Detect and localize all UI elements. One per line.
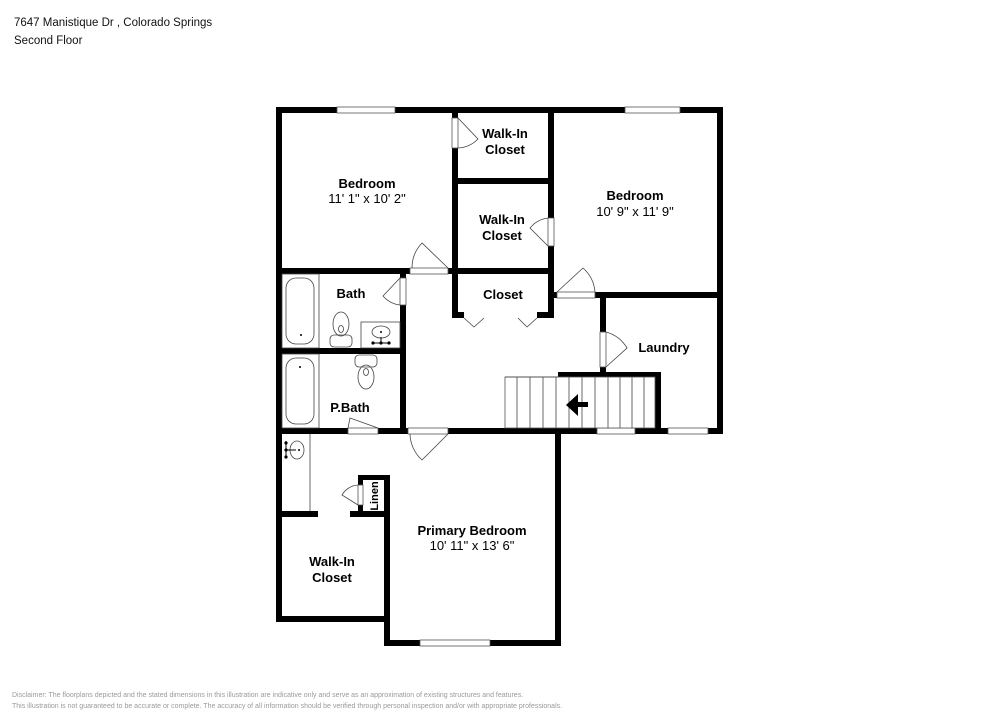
walk-in-closet-3-name-line1: Walk-In [309,554,355,569]
disclaimer-line-1: Disclaimer: The floorplans depicted and … [12,692,524,699]
bedroom-2-dimensions: 10' 9" x 11' 9" [596,204,674,219]
linen-name: Linen [369,481,381,511]
property-address: 7647 Manistique Dr , Colorado Springs [14,17,213,29]
walk-in-closet-1-name-line2: Closet [485,142,525,157]
walk-in-closet-1-name-line1: Walk-In [482,126,528,141]
floor-label: Second Floor [14,35,83,47]
bedroom-2-name: Bedroom [606,188,663,203]
walk-in-closet-3-name-line2: Closet [312,570,352,585]
p-bath-name: P.Bath [330,400,370,415]
walk-in-closet-2-name-line2: Closet [482,228,522,243]
bedroom-1-name: Bedroom [338,176,395,191]
doors [341,117,628,506]
room-labels: Bedroom 11' 1" x 10' 2" Walk-In Closet W… [309,126,690,585]
stairs-arrow-left-icon [566,394,588,416]
walk-in-closet-2-name-line1: Walk-In [479,212,525,227]
primary-bedroom-name: Primary Bedroom [417,523,526,538]
windows [336,106,709,647]
fixtures [281,273,401,517]
laundry-name: Laundry [638,340,690,355]
closet-name: Closet [483,287,523,302]
primary-bedroom-dimensions: 10' 11" x 13' 6" [430,538,515,553]
bath-name: Bath [337,286,366,301]
disclaimer: Disclaimer: The floorplans depicted and … [12,690,562,712]
bedroom-1-dimensions: 11' 1" x 10' 2" [328,191,406,206]
header: 7647 Manistique Dr , Colorado Springs Se… [14,14,212,50]
